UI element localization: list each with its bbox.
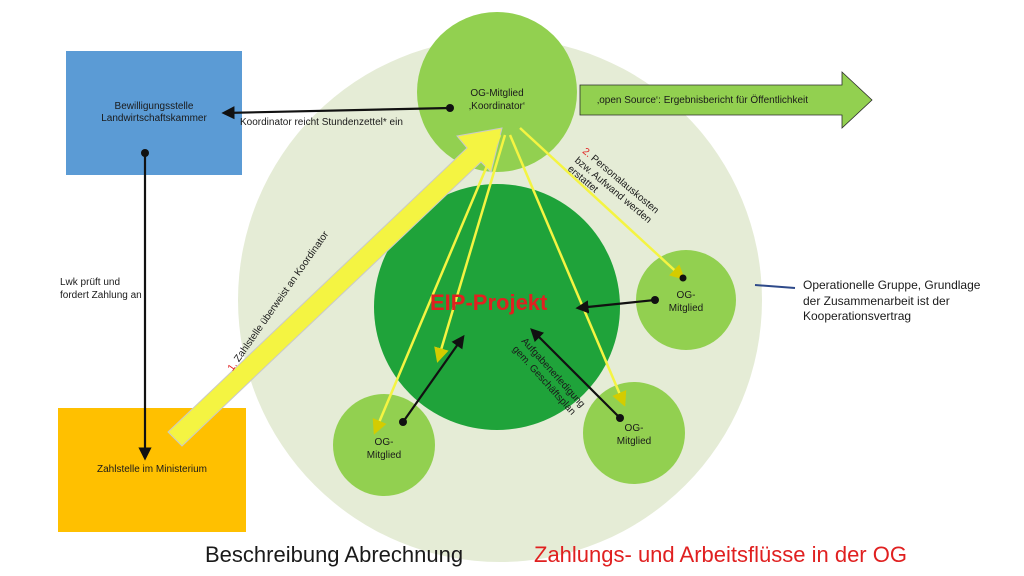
koordinator-line1: OG-Mitglied: [470, 88, 524, 99]
payment-arrow: [167, 127, 503, 447]
zahlstelle-box[interactable]: [58, 408, 246, 532]
koordinator-label: OG-Mitglied ‚Koordinator‘: [447, 88, 547, 113]
lwk-check-label: Lwk prüft und fordert Zahlung an: [60, 277, 142, 301]
og-member-bottom-right-line2: Mitglied: [616, 435, 652, 447]
member-bottom-left-arrow-dot: [399, 418, 407, 426]
title-right: Zahlungs- und Arbeitsflüsse in der OG: [534, 542, 907, 567]
member-right-yellow-end-dot: [679, 274, 687, 282]
member-right-to-project-arrow: [575, 298, 656, 314]
og-note-connector: [754, 284, 796, 289]
flow-to-bottom-left-member: [372, 134, 502, 435]
bewilligungsstelle-text: Bewilligungsstelle Landwirtschaftskammer: [101, 100, 207, 125]
title-left: Beschreibung Abrechnung: [205, 542, 464, 567]
og-member-right-node[interactable]: [636, 250, 736, 350]
member-bottom-right-to-project-arrow: [530, 328, 621, 419]
og-member-bottom-right-line1: OG-: [624, 423, 644, 434]
koordinator-arrow-dot: [446, 104, 454, 112]
og-member-bottom-left-line1: OG-: [374, 437, 394, 448]
og-member-right-line2: Mitglied: [668, 302, 704, 314]
open-source-arrow: [579, 71, 873, 129]
member-right-arrow-dot: [651, 296, 659, 304]
eip-project-label: EIP-Projekt: [430, 290, 548, 315]
flow-to-project-from-coordinator: [434, 134, 507, 363]
bewilligungsstelle-box[interactable]: [66, 51, 242, 175]
member-bottom-right-arrow-dot: [616, 414, 624, 422]
open-source-label: ‚open Source‘: Ergebnisbericht für Öffen…: [597, 95, 809, 106]
flow-to-right-member: [519, 127, 686, 281]
member-bottom-left-to-project-arrow: [402, 334, 465, 423]
og-member-bottom-left-label: OG- Mitglied: [354, 437, 414, 462]
eip-project-node[interactable]: [374, 184, 620, 430]
og-member-right-label: OG- Mitglied: [656, 290, 716, 315]
og-member-bottom-left-line2: Mitglied: [366, 449, 402, 461]
koordinator-submits-label: Koordinator reicht Stundenzettel* ein: [240, 117, 403, 128]
bewilligungsstelle-label: Bewilligungsstelle Landwirtschaftskammer: [66, 51, 242, 175]
og-note-label: Operationelle Gruppe, Grundlage der Zusa…: [803, 278, 981, 324]
koordinator-line2: ‚Koordinator‘: [468, 100, 526, 112]
koordinator-node[interactable]: [417, 12, 577, 172]
zahlstelle-text: Zahlstelle im Ministerium: [96, 463, 208, 475]
flow-to-bottom-right-member: [508, 134, 627, 407]
koordinator-to-bewilligung-arrow: [221, 106, 451, 120]
og-member-right-line1: OG-: [676, 290, 696, 301]
zahlstelle-label: Zahlstelle im Ministerium: [58, 408, 246, 532]
og-member-bottom-left-node[interactable]: [333, 394, 435, 496]
bewilligung-arrow-dot: [141, 149, 149, 157]
og-member-bottom-right-label: OG- Mitglied: [604, 423, 664, 448]
